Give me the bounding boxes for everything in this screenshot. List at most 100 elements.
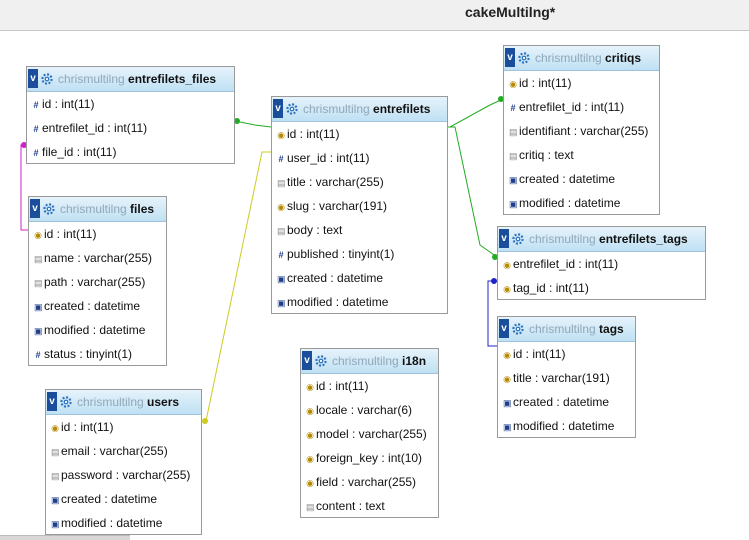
table-name: critiqs: [605, 51, 642, 65]
column-row[interactable]: #user_id : int(11): [272, 146, 447, 170]
numeric-column-icon: #: [33, 148, 39, 158]
column-row[interactable]: ▣created : datetime: [498, 390, 635, 414]
table-header[interactable]: v chrismultilng critiqs: [504, 46, 659, 71]
column-row[interactable]: ▣modified : datetime: [504, 191, 659, 215]
toggle-columns-button[interactable]: v: [505, 48, 515, 67]
column-definition: identifiant : varchar(255): [519, 124, 649, 138]
toggle-columns-button[interactable]: v: [30, 199, 40, 218]
column-definition: id : int(11): [287, 127, 340, 141]
key-icon: ◉: [51, 423, 59, 433]
key-icon: ◉: [306, 430, 314, 440]
column-row[interactable]: ◉id : int(11): [272, 122, 447, 146]
table-critiqs[interactable]: v chrismultilng critiqs ◉id : int(11)#entr…: [503, 45, 660, 215]
column-row[interactable]: ◉model : varchar(255): [301, 422, 438, 446]
toggle-columns-button[interactable]: v: [47, 392, 57, 411]
column-row[interactable]: #status : tinyint(1): [29, 342, 166, 366]
column-definition: id : int(11): [316, 379, 369, 393]
column-definition: entrefilet_id : int(11): [519, 100, 625, 114]
numeric-column-icon: #: [33, 124, 39, 134]
column-row[interactable]: ▣modified : datetime: [29, 318, 166, 342]
column-row[interactable]: ◉entrefilet_id : int(11): [498, 252, 705, 276]
gear-icon[interactable]: [512, 233, 524, 245]
table-name: entrefilets_files: [128, 72, 217, 86]
column-row[interactable]: ◉field : varchar(255): [301, 470, 438, 494]
column-row[interactable]: #file_id : int(11): [27, 140, 234, 164]
datetime-column-icon: ▣: [503, 398, 512, 408]
gear-icon[interactable]: [43, 203, 55, 215]
column-row[interactable]: ▣created : datetime: [29, 294, 166, 318]
table-title: chrismultilng entrefilets: [303, 102, 430, 116]
column-row[interactable]: ▤content : text: [301, 494, 438, 518]
relation-line: [487, 280, 497, 347]
toggle-columns-button[interactable]: v: [499, 229, 509, 248]
column-definition: field : varchar(255): [316, 475, 417, 489]
column-row[interactable]: ▤identifiant : varchar(255): [504, 119, 659, 143]
column-definition: created : datetime: [287, 271, 384, 285]
column-row[interactable]: #id : int(11): [27, 92, 234, 116]
gear-icon[interactable]: [315, 355, 327, 367]
toggle-columns-button[interactable]: v: [273, 99, 283, 118]
column-row[interactable]: ◉slug : varchar(191): [272, 194, 447, 218]
horizontal-scrollbar[interactable]: [0, 535, 130, 540]
column-row[interactable]: #entrefilet_id : int(11): [27, 116, 234, 140]
gear-icon[interactable]: [512, 323, 524, 335]
column-row[interactable]: ◉id : int(11): [504, 71, 659, 95]
column-definition: title : varchar(255): [287, 175, 384, 189]
column-row[interactable]: ▤body : text: [272, 218, 447, 242]
column-row[interactable]: ▤name : varchar(255): [29, 246, 166, 270]
column-row[interactable]: ◉tag_id : int(11): [498, 276, 705, 300]
column-row[interactable]: ◉id : int(11): [29, 222, 166, 246]
column-row[interactable]: ◉id : int(11): [498, 342, 635, 366]
toggle-columns-button[interactable]: v: [28, 69, 38, 88]
table-title: chrismultilng critiqs: [535, 51, 641, 65]
column-row[interactable]: ▣modified : datetime: [498, 414, 635, 438]
column-row[interactable]: ▣created : datetime: [272, 266, 447, 290]
gear-icon[interactable]: [286, 103, 298, 115]
column-row[interactable]: ▤critiq : text: [504, 143, 659, 167]
column-definition: content : text: [316, 499, 385, 513]
text-column-icon: ▤: [277, 226, 286, 236]
column-row[interactable]: ▣modified : datetime: [46, 511, 201, 535]
column-row[interactable]: ▣created : datetime: [504, 167, 659, 191]
column-definition: created : datetime: [513, 395, 610, 409]
column-definition: created : datetime: [519, 172, 616, 186]
table-header[interactable]: v chrismultilng entrefilets: [272, 97, 447, 122]
column-row[interactable]: #entrefilet_id : int(11): [504, 95, 659, 119]
column-row[interactable]: ◉foreign_key : int(10): [301, 446, 438, 470]
column-row[interactable]: ▤path : varchar(255): [29, 270, 166, 294]
relation-endpoint: [498, 96, 504, 102]
column-row[interactable]: ◉id : int(11): [301, 374, 438, 398]
column-row[interactable]: ▤title : varchar(255): [272, 170, 447, 194]
column-row[interactable]: ▣modified : datetime: [272, 290, 447, 314]
column-row[interactable]: ▣created : datetime: [46, 487, 201, 511]
toggle-columns-button[interactable]: v: [499, 319, 509, 338]
column-row[interactable]: ◉id : int(11): [46, 415, 201, 439]
key-icon: ◉: [306, 478, 314, 488]
column-row[interactable]: #published : tinyint(1): [272, 242, 447, 266]
column-row[interactable]: ▤password : varchar(255): [46, 463, 201, 487]
toggle-columns-button[interactable]: v: [302, 351, 312, 370]
gear-icon[interactable]: [518, 52, 530, 64]
column-row[interactable]: ◉title : varchar(191): [498, 366, 635, 390]
column-definition: path : varchar(255): [44, 275, 146, 289]
datetime-column-icon: ▣: [51, 495, 60, 505]
gear-icon[interactable]: [41, 73, 53, 85]
datetime-column-icon: ▣: [277, 298, 286, 308]
gear-icon[interactable]: [60, 396, 72, 408]
column-row[interactable]: ▤email : varchar(255): [46, 439, 201, 463]
column-row[interactable]: ◉locale : varchar(6): [301, 398, 438, 422]
table-name: entrefilets: [373, 102, 431, 116]
